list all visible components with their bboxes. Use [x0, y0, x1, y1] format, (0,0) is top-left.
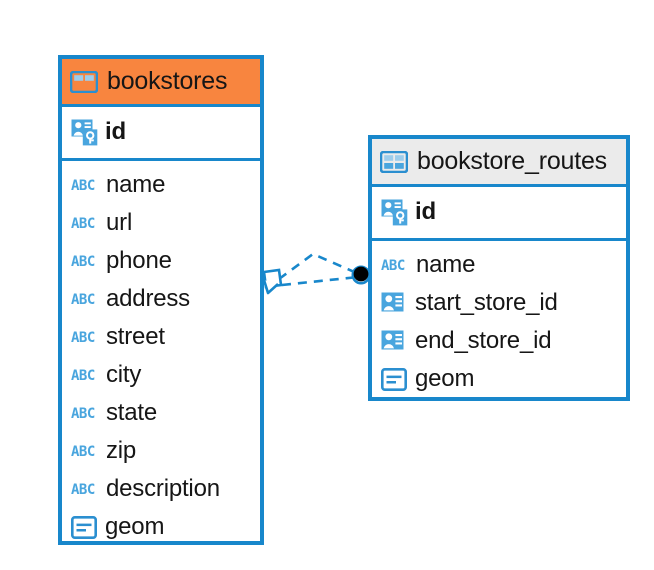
relationship-line-upper: [278, 252, 360, 281]
field-label-address: address: [106, 285, 190, 312]
svg-text:ABC: ABC: [71, 368, 95, 384]
field-row-name[interactable]: ABC name: [62, 166, 260, 204]
field-label-id: id: [105, 118, 126, 145]
abc-icon: ABC: [381, 258, 405, 274]
field-block-bookstore-routes: ABC name start_store_id: [372, 241, 626, 406]
svg-text:ABC: ABC: [71, 330, 95, 346]
field-label-id: id: [415, 198, 436, 225]
field-row-geom[interactable]: geom: [372, 360, 626, 398]
entity-header-bookstore-routes[interactable]: bookstore_routes: [372, 139, 626, 187]
field-label-phone: phone: [106, 247, 172, 274]
field-label-name: name: [416, 251, 476, 278]
field-label-url: url: [106, 209, 133, 236]
field-row-state[interactable]: ABC state: [62, 394, 260, 432]
field-label-geom: geom: [105, 513, 165, 540]
key-block-bookstore-routes: id: [372, 187, 626, 241]
key-block-bookstores: id: [62, 107, 260, 161]
abc-icon: ABC: [71, 292, 95, 308]
field-row-geom[interactable]: geom: [62, 508, 260, 546]
relationship-line-lower: [281, 275, 359, 287]
svg-text:ABC: ABC: [71, 444, 95, 460]
svg-text:ABC: ABC: [71, 254, 95, 270]
field-label-description: description: [106, 475, 220, 502]
svg-text:ABC: ABC: [71, 178, 95, 194]
field-row-zip[interactable]: ABC zip: [62, 432, 260, 470]
svg-text:ABC: ABC: [71, 406, 95, 422]
abc-icon: ABC: [71, 482, 95, 498]
field-row-id[interactable]: id: [372, 193, 626, 231]
field-label-city: city: [106, 361, 142, 388]
field-row-street[interactable]: ABC street: [62, 318, 260, 356]
field-row-description[interactable]: ABC description: [62, 470, 260, 508]
abc-icon: ABC: [71, 444, 95, 460]
relationship-connector[interactable]: [255, 240, 385, 320]
abc-icon: ABC: [71, 178, 95, 194]
field-row-id[interactable]: id: [62, 113, 260, 151]
field-label-start-store-id: start_store_id: [415, 289, 558, 316]
entity-title-bookstore-routes: bookstore_routes: [417, 147, 607, 175]
primary-key-icon: [381, 199, 408, 225]
field-row-city[interactable]: ABC city: [62, 356, 260, 394]
field-row-end-store-id[interactable]: end_store_id: [372, 322, 626, 360]
entity-table-bookstores[interactable]: bookstores id: [58, 55, 264, 545]
field-label-zip: zip: [106, 437, 137, 464]
abc-icon: ABC: [71, 254, 95, 270]
table-icon: [380, 150, 408, 173]
field-label-street: street: [106, 323, 165, 350]
field-label-name: name: [106, 171, 166, 198]
svg-text:ABC: ABC: [71, 482, 95, 498]
abc-icon: ABC: [71, 216, 95, 232]
primary-key-icon: [71, 119, 98, 145]
svg-text:ABC: ABC: [71, 292, 95, 308]
abc-icon: ABC: [71, 330, 95, 346]
abc-icon: ABC: [71, 406, 95, 422]
field-row-name[interactable]: ABC name: [372, 246, 626, 284]
relationship-target-circle-icon: [351, 265, 371, 285]
field-label-state: state: [106, 399, 158, 426]
field-block-bookstores: ABC name ABC url ABC phone ABC: [62, 161, 260, 554]
entity-title-bookstores: bookstores: [107, 67, 228, 95]
geometry-icon: [71, 515, 97, 539]
svg-text:ABC: ABC: [71, 216, 95, 232]
foreign-key-icon: [381, 292, 404, 311]
field-row-url[interactable]: ABC url: [62, 204, 260, 242]
field-row-start-store-id[interactable]: start_store_id: [372, 284, 626, 322]
svg-text:ABC: ABC: [381, 258, 405, 274]
entity-header-bookstores[interactable]: bookstores: [62, 59, 260, 107]
foreign-key-icon: [381, 330, 404, 349]
field-label-geom: geom: [415, 365, 475, 392]
field-row-address[interactable]: ABC address: [62, 280, 260, 318]
field-row-phone[interactable]: ABC phone: [62, 242, 260, 280]
relationship-source-diamond-icon: [262, 268, 283, 295]
field-label-end-store-id: end_store_id: [415, 327, 552, 354]
abc-icon: ABC: [71, 368, 95, 384]
entity-table-bookstore-routes[interactable]: bookstore_routes id: [368, 135, 630, 401]
geometry-icon: [381, 367, 407, 391]
table-icon: [70, 70, 98, 93]
